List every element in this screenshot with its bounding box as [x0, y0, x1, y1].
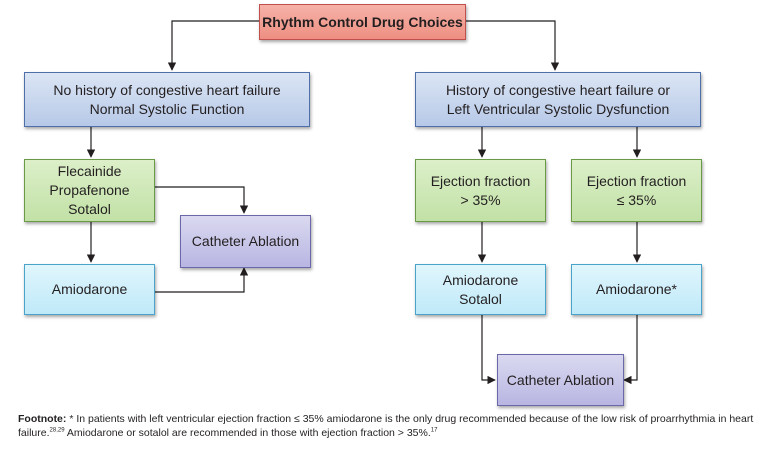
drugs-left-box: Flecainide Propafenone Sotalol: [24, 159, 155, 222]
ef-gt35-box: Ejection fraction > 35%: [415, 159, 546, 222]
amiodarone-left-text: Amiodarone: [51, 281, 128, 297]
chf-text: History of congestive heart failure or L…: [445, 81, 671, 117]
arrow-title-to-no-chf: [167, 20, 259, 71]
ef-le35-box: Ejection fraction ≤ 35%: [571, 159, 702, 222]
drugs-left-text: Flecainide Propafenone Sotalol: [49, 163, 130, 217]
amio-sotalol-text: Amiodarone Sotalol: [442, 271, 519, 307]
no-chf-box: No history of congestive heart failure N…: [24, 72, 310, 127]
footnote-text-2: Amiodarone or sotalol are recommended in…: [64, 427, 431, 439]
footnote-ref-1: 28,29: [49, 427, 65, 434]
amio-star-text: Amiodarone*: [596, 281, 677, 297]
ef-gt35-text: Ejection fraction > 35%: [430, 172, 531, 208]
title-box: Rhythm Control Drug Choices: [259, 4, 466, 40]
ablation-bottom-box: Catheter Ablation: [497, 354, 624, 406]
footnote: Footnote: * In patients with left ventri…: [18, 412, 758, 440]
arrow-title-to-chf: [466, 20, 560, 71]
amiodarone-left-box: Amiodarone: [24, 264, 155, 315]
arrow-amiodarone-to-ablation: [155, 267, 249, 293]
amio-sotalol-box: Amiodarone Sotalol: [415, 264, 546, 315]
footnote-text-1: * In patients with left ventricular ejec…: [18, 413, 754, 439]
arrow-drugs-to-ablation: [155, 186, 249, 214]
arrow-amio-sotalol-to-ablation: [481, 315, 496, 385]
ef-le35-text: Ejection fraction ≤ 35%: [586, 172, 687, 208]
footnote-ref-2: 17: [430, 427, 438, 434]
footnote-label: Footnote:: [18, 413, 67, 425]
ablation-left-text: Catheter Ablation: [191, 233, 300, 249]
no-chf-text: No history of congestive heart failure N…: [53, 81, 281, 117]
chf-box: History of congestive heart failure or L…: [415, 72, 701, 127]
arrow-amio-star-to-ablation: [623, 315, 638, 385]
ablation-bottom-text: Catheter Ablation: [506, 371, 615, 388]
title-text: Rhythm Control Drug Choices: [262, 13, 463, 30]
amio-star-box: Amiodarone*: [571, 264, 702, 315]
ablation-left-box: Catheter Ablation: [180, 215, 311, 268]
